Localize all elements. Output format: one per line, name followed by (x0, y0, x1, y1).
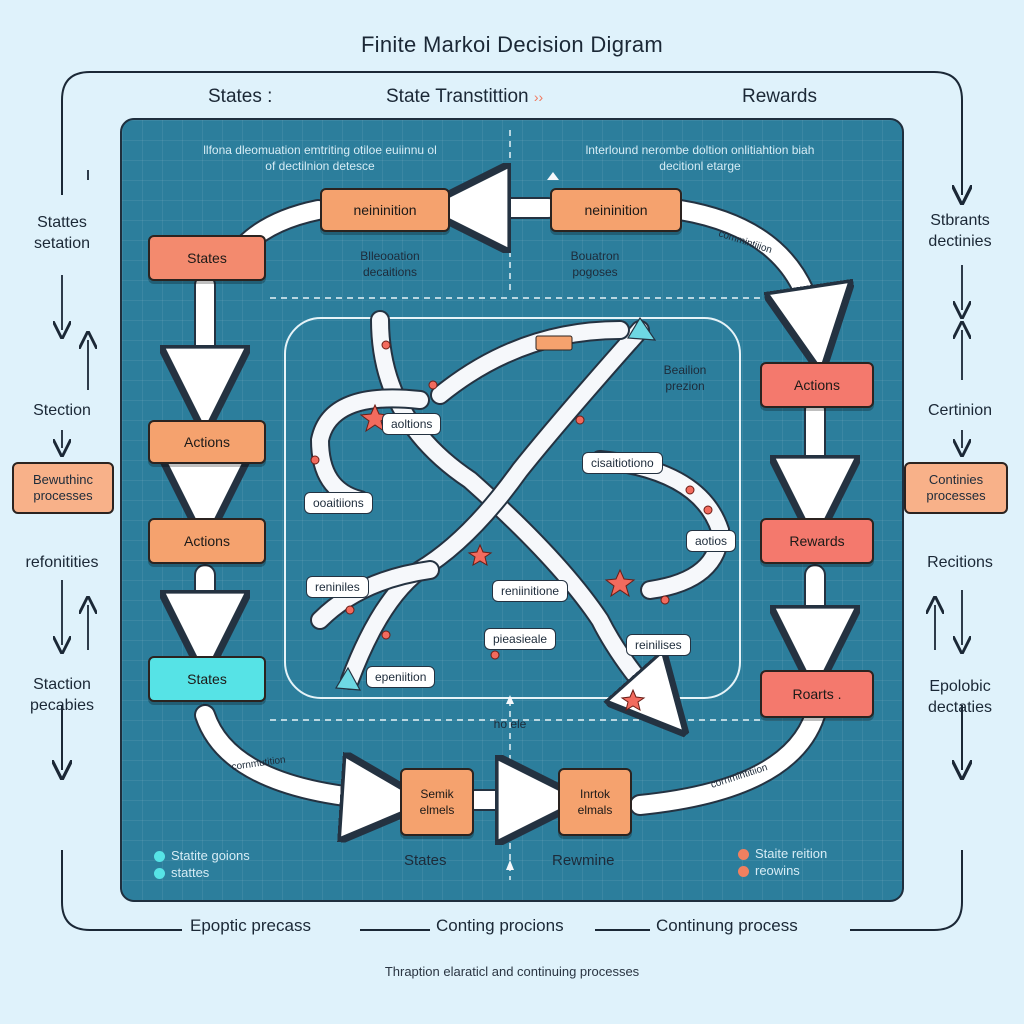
arrow-glyph-icon: ›› (533, 89, 544, 105)
legend-dot-orange-icon (738, 849, 749, 861)
panel-text-top-left: llfona dleomuation emtriting otiloe euii… (203, 143, 437, 173)
header-state-transition-text: State Transtittion (386, 86, 529, 107)
panel-text-right-small: Beailion prezion (663, 363, 707, 393)
left-label-staction: Staction pecabies (29, 676, 95, 714)
legend-right: Staite reition reowins (738, 846, 827, 878)
panel-text-center-bottom: ho ele (493, 717, 527, 731)
panel-text-mid-left: Blleooation decaitions (360, 249, 420, 279)
legend-dot-cyan-icon (154, 851, 165, 863)
legend-dot-orange-icon (738, 866, 749, 878)
left-label-stection: Stection (33, 402, 91, 419)
box-states-top: States (148, 235, 266, 281)
box-actions-1: Actions (148, 420, 266, 464)
left-label-refonitities: refonitities (25, 554, 99, 571)
legend-dot-cyan-icon (154, 868, 165, 880)
pill-reniniles: reniniles (306, 576, 369, 598)
box-actions-right: Actions (760, 362, 874, 408)
pill-epeniition: epeniition (366, 666, 436, 688)
bottom-label-conting: Conting procions (436, 916, 564, 935)
pill-reinilises: reinilises (626, 634, 691, 656)
legend-left: Statite goions stattes (154, 848, 250, 880)
bottom-label-continung: Continung process (656, 916, 798, 935)
bottom-mid-states: States (404, 852, 447, 869)
box-actions-2: Actions (148, 518, 266, 564)
header-rewards: Rewards (742, 86, 817, 107)
panel-text-mid-right: Bouatron pogoses (570, 249, 620, 279)
bottom-mid-rewmine: Rewmine (552, 852, 615, 869)
legend-right-item-1-label: Staite reition (755, 846, 828, 861)
box-roarts: Roarts . (760, 670, 874, 718)
pill-ooaitiions: ooaitiions (304, 492, 373, 514)
pill-aotios: aotios (686, 530, 737, 552)
legend-right-item-2-label: reowins (755, 863, 800, 878)
right-label-certinion: Certinion (927, 402, 993, 419)
legend-left-item-2-label: stattes (171, 865, 210, 880)
legend-right-item-2: reowins (738, 863, 827, 878)
box-semik-elmels: Semik elmels (400, 768, 474, 836)
left-label-states-setation: Stattes setation (33, 214, 91, 252)
box-rewards-right: Rewards (760, 518, 874, 564)
right-label-recitions: Recitions (927, 554, 993, 571)
legend-left-item-1-label: Statite goions (171, 848, 250, 863)
box-neininition-right: neininition (550, 188, 682, 232)
legend-right-item-1: Staite reition (738, 846, 827, 861)
header-states: States : (208, 86, 273, 107)
header-state-transition: State Transtittion ›› (386, 86, 543, 108)
box-inrtok-elmals: Inrtok elmals (558, 768, 632, 836)
pill-cisaitiotiono: cisaitiotiono (582, 452, 663, 474)
panel-text-top-right: lnterlound nerombe doltion onlitiahtion … (585, 143, 815, 173)
right-label-epolobic: Epolobic dectaties (927, 678, 993, 716)
box-neininition-left: neininition (320, 188, 450, 232)
bottom-label-epoptic: Epoptic precass (190, 916, 311, 935)
pill-aoltions: aoltions (382, 413, 442, 435)
legend-left-item-2: stattes (154, 865, 250, 880)
diagram-title: Finite Markoi Decision Digram (360, 32, 664, 57)
legend-left-item-1: Statite goions (154, 848, 250, 863)
right-box-processes: Continies processes (904, 462, 1008, 514)
right-label-stbrants: Stbrants dectinies (928, 212, 992, 250)
bottom-caption: Thraption elaraticl and continuing proce… (384, 964, 640, 979)
pill-pieasieale: pieasieale (484, 628, 557, 650)
left-box-processes: Bewuthinc processes (12, 462, 114, 514)
pill-reniinitione: reniinitione (492, 580, 569, 602)
box-states-bottom: States (148, 656, 266, 702)
